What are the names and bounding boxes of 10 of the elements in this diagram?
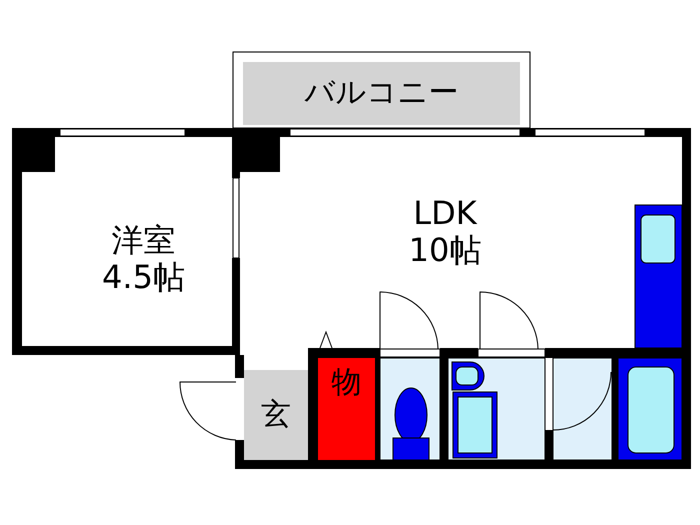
room-label: 洋室	[112, 222, 176, 259]
room-label: 玄	[261, 398, 291, 432]
balcony-area	[243, 62, 520, 125]
room-label: 4.5帖	[102, 259, 185, 296]
room-label: バルコニー	[304, 76, 458, 111]
storage-area	[318, 358, 375, 460]
entrance-area	[244, 370, 308, 460]
room-label: 10帖	[408, 232, 482, 269]
room-label: 物	[332, 366, 362, 400]
room-label: LDK	[413, 195, 477, 232]
